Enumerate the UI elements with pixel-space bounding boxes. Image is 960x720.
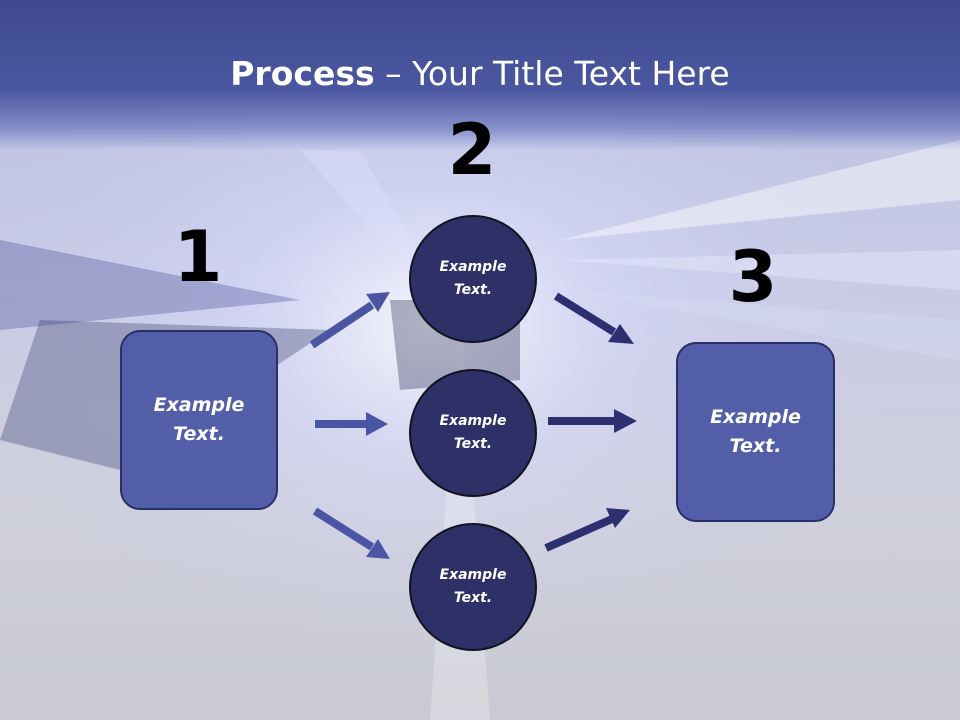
title-bold: Process bbox=[230, 54, 375, 93]
arrow-middle-to-right bbox=[548, 409, 637, 433]
step-number-3: 3 bbox=[728, 236, 778, 318]
arrow-left-to-top bbox=[309, 292, 390, 349]
step-number-1: 1 bbox=[173, 216, 223, 298]
arrow-top-to-right bbox=[553, 292, 634, 344]
arrow-left-to-bottom bbox=[312, 507, 390, 559]
step-number-2: 2 bbox=[447, 109, 497, 191]
arrow-left-to-middle bbox=[315, 412, 388, 436]
arrow-bottom-to-right bbox=[544, 508, 630, 552]
title-band bbox=[0, 0, 960, 150]
title-rest: – Your Title Text Here bbox=[374, 54, 730, 93]
slide-title: Process – Your Title Text Here bbox=[0, 52, 960, 96]
